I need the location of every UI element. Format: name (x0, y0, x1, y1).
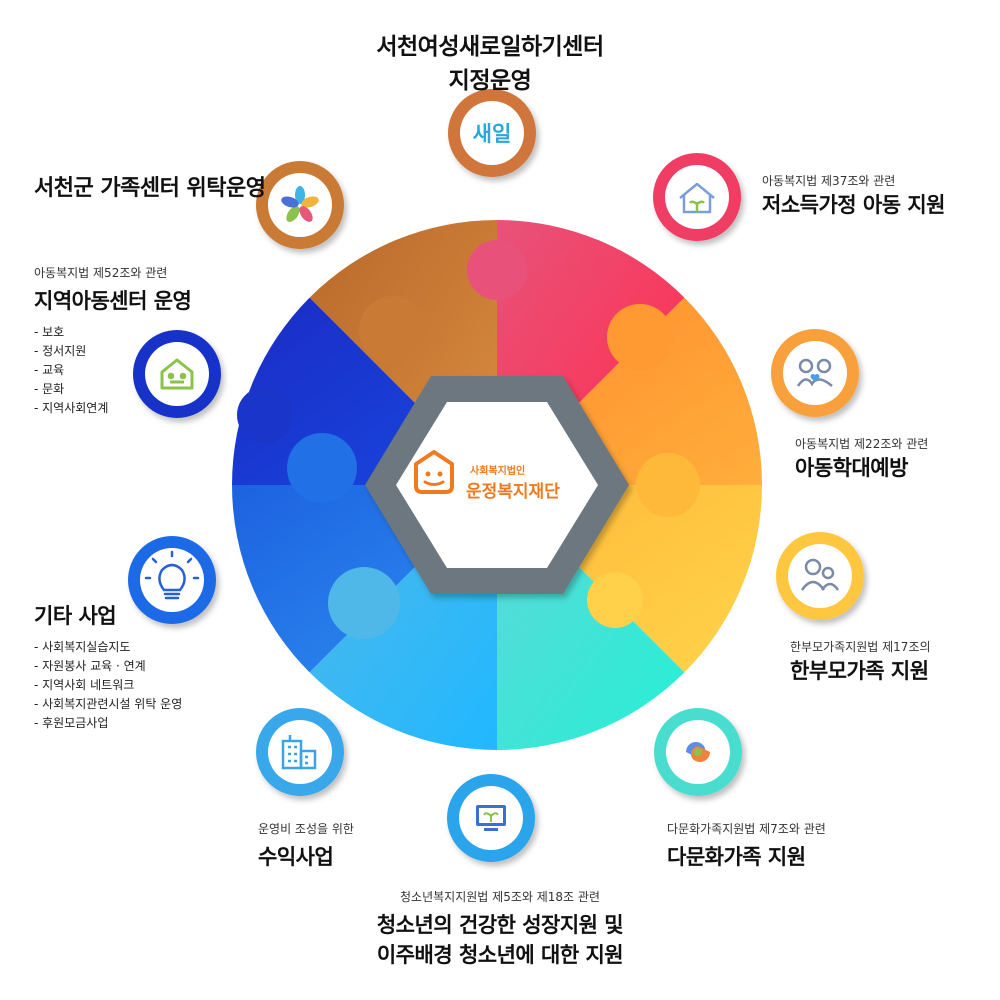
abuse-label: 아동복지법 제22조와 관련 아동학대예방 (795, 435, 928, 482)
youth-title-line1: 청소년의 건강한 성장지원 및 (376, 913, 624, 937)
family-center-title: 서천군 가족센터 위탁운영 (34, 176, 266, 201)
top-title-line1: 서천여성새로일하기센터 (376, 34, 604, 60)
sael-icon-circle (448, 89, 536, 177)
family-heart-icon (796, 358, 833, 387)
multicultural-label: 다문화가족지원법 제7조와 관련 다문화가족 지원 (667, 820, 826, 871)
list-item: - 지역사회 네트워크 (34, 678, 135, 692)
list-item: - 사회복지실습지도 (34, 640, 131, 654)
list-item: - 문화 (34, 382, 65, 396)
single-parent-sub: 한부모가족지원법 제17조의 (790, 640, 931, 654)
monitor-sprout-icon (476, 805, 506, 831)
others-title: 기타 사업 (34, 604, 117, 628)
youth-title-line2: 이주배경 청소년에 대한 지원 (376, 943, 624, 967)
puzzle-knob (287, 433, 357, 503)
puzzle-knob (587, 572, 643, 628)
parent-child-icon-circle (776, 532, 864, 620)
child-center-title: 지역아동센터 운영 (34, 289, 192, 313)
puzzle-knob (237, 387, 293, 443)
abuse-sub: 아동복지법 제22조와 관련 (795, 437, 929, 451)
multicultural-title: 다문화가족 지원 (667, 845, 806, 869)
others-label: 기타 사업 - 사회복지실습지도 - 자원봉사 교육 · 연계 - 지역사회 네… (34, 600, 182, 733)
list-item: - 지역사회연계 (34, 401, 109, 415)
child-center-list: - 보호 - 정서지원 - 교육 - 문화 - 지역사회연계 (34, 323, 191, 418)
puzzle-knob (359, 296, 427, 364)
puzzle-knob (636, 453, 700, 517)
revenue-label: 운영비 조성을 위한 수익사업 (258, 820, 354, 871)
youth-label: 청소년복지지원법 제5조와 제18조 관련 청소년의 건강한 성장지원 및 이주… (330, 888, 670, 969)
list-item: - 보호 (34, 325, 65, 339)
house-sprout-icon-circle (653, 153, 741, 241)
family-heart-icon-circle (771, 329, 859, 417)
multicultural-icon (686, 742, 710, 762)
single-parent-title: 한부모가족 지원 (790, 659, 929, 683)
abuse-title: 아동학대예방 (795, 456, 908, 480)
foundation-logo-icon (414, 450, 454, 494)
top-label: 서천여성새로일하기센터 지정운영 (340, 27, 640, 95)
puzzle-knob (467, 240, 527, 300)
top-title-line2: 지정운영 (448, 68, 532, 94)
house-sprout-icon (679, 182, 715, 214)
list-item: - 교육 (34, 363, 65, 377)
list-item: - 사회복지관련시설 위탁 운영 (34, 697, 183, 711)
list-item: - 후원모금사업 (34, 716, 109, 730)
puzzle-knob (607, 304, 673, 370)
family-center-label: 서천군 가족센터 위탁운영 (34, 170, 266, 202)
center-name: 운정복지재단 (466, 482, 560, 502)
building-icon (281, 735, 317, 770)
low-income-sub: 아동복지법 제37조와 관련 (762, 174, 896, 188)
child-center-sub: 아동복지법 제52조와 관련 (34, 266, 168, 280)
revenue-title: 수익사업 (258, 845, 334, 869)
revenue-sub: 운영비 조성을 위한 (258, 822, 354, 836)
multicultural-sub: 다문화가족지원법 제7조와 관련 (667, 822, 826, 836)
youth-sub: 청소년복지지원법 제5조와 제18조 관련 (400, 890, 600, 904)
parent-child-icon (800, 558, 840, 591)
low-income-label: 아동복지법 제37조와 관련 저소득가정 아동 지원 (762, 172, 946, 219)
list-item: - 정서지원 (34, 344, 87, 358)
house-face-icon (160, 358, 194, 390)
puzzle-knob (328, 567, 400, 639)
center-hexagon (396, 402, 598, 568)
single-parent-label: 한부모가족지원법 제17조의 한부모가족 지원 (790, 638, 931, 685)
lightbulb-icon (144, 550, 200, 600)
sael-icon: 새일 (473, 122, 512, 146)
child-center-label: 아동복지법 제52조와 관련 지역아동센터 운영 - 보호 - 정서지원 - 교… (34, 264, 192, 418)
house-face-icon-circle (133, 330, 221, 418)
pinwheel-icon (281, 186, 319, 222)
lightbulb-icon-circle (128, 536, 216, 624)
others-list: - 사회복지실습지도 - 자원봉사 교육 · 연계 - 지역사회 네트워크 - … (34, 638, 182, 733)
low-income-title: 저소득가정 아동 지원 (762, 193, 946, 217)
pinwheel-icon-circle (256, 161, 344, 249)
list-item: - 자원봉사 교육 · 연계 (34, 659, 146, 673)
center-small-label: 사회복지법인 (470, 464, 525, 477)
